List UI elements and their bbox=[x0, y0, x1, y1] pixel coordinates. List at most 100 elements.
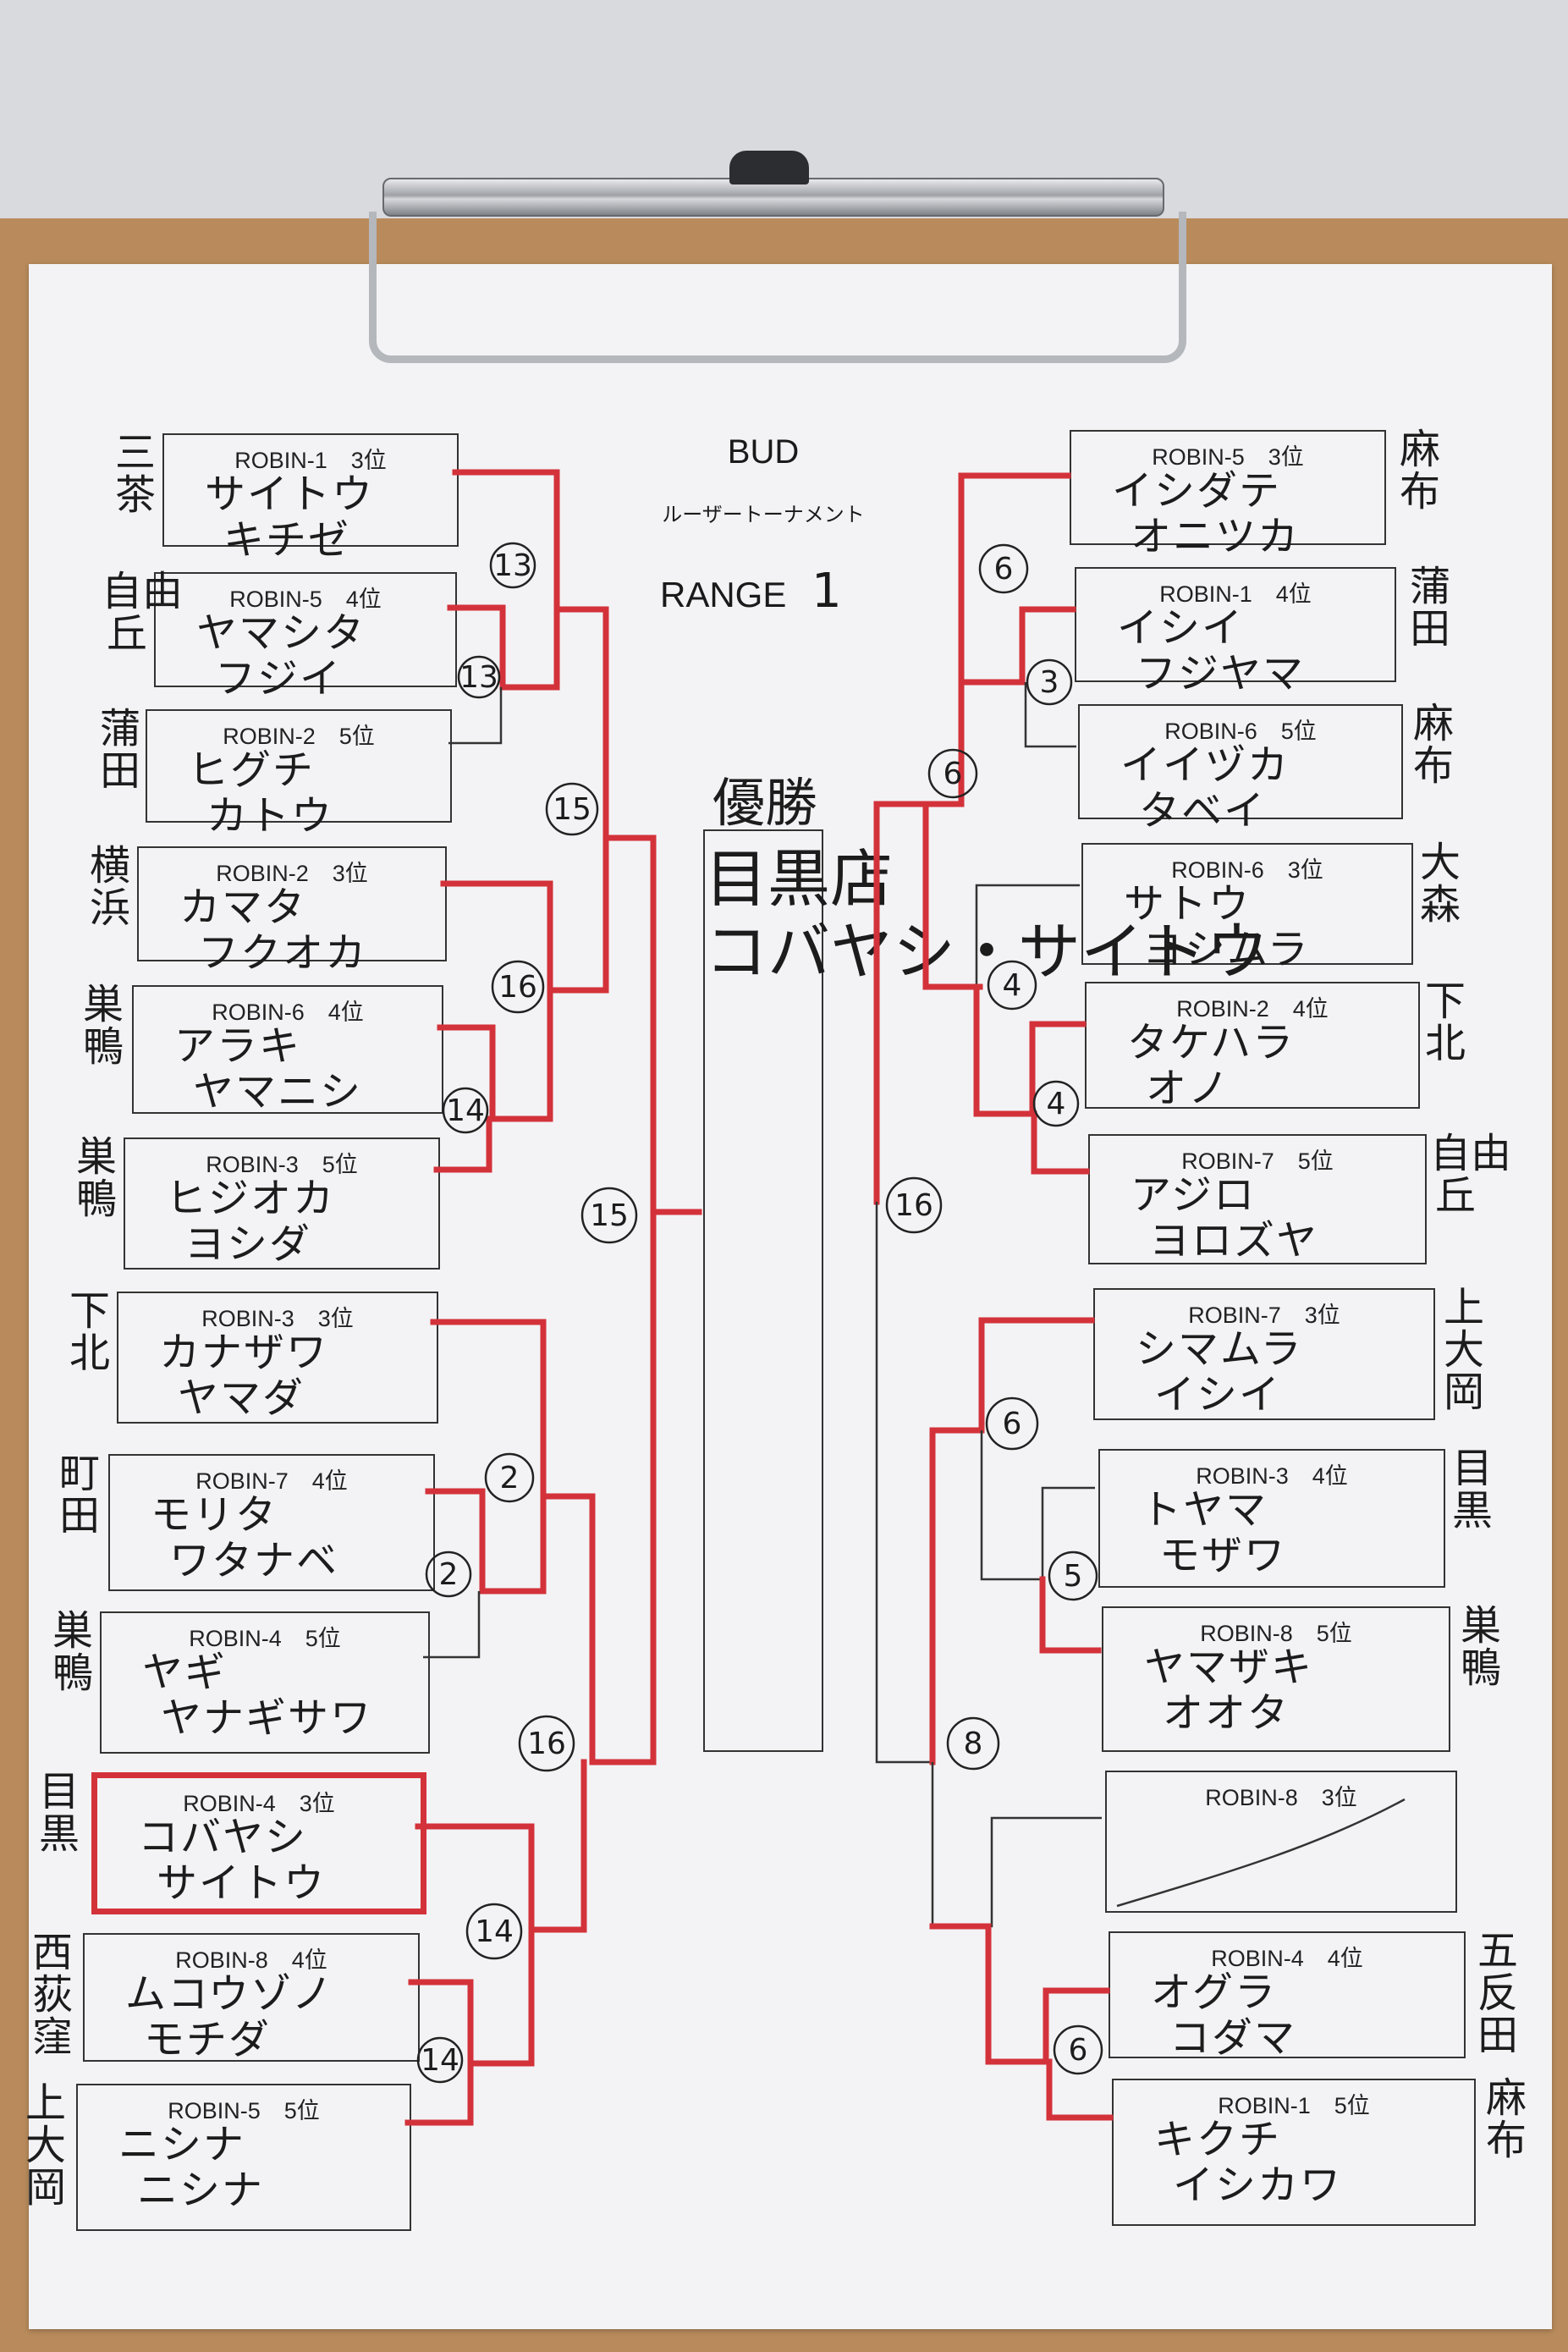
entry-player2: フジヤマ bbox=[1136, 650, 1306, 697]
round-mark-number: 5 bbox=[1064, 1559, 1083, 1594]
entry-rank: 4位 bbox=[1312, 1463, 1348, 1489]
entry-team: ROBIN-8 bbox=[175, 1947, 268, 1973]
entry-rank: 5位 bbox=[283, 2098, 320, 2123]
line-r-6 bbox=[973, 983, 1087, 1117]
entry-rank: 5位 bbox=[322, 1152, 358, 1177]
round-mark-circle bbox=[465, 1903, 523, 1960]
entry-venue: 巣 鴨 bbox=[52, 1607, 93, 1697]
entry-player1: ムコウゾノ bbox=[125, 1970, 334, 2018]
entry-team: ROBIN-7 bbox=[195, 1468, 289, 1494]
range-label: RANGE 1 bbox=[660, 564, 863, 619]
entry-rank: 3位 bbox=[299, 1791, 335, 1816]
round-mark-circle bbox=[491, 960, 545, 1014]
entry-player1: イシダテ bbox=[1112, 467, 1282, 515]
entry-player2: ヨシムラ bbox=[1142, 926, 1310, 973]
entry-rank: 4位 bbox=[291, 1947, 327, 1973]
entry-team: ROBIN-1 bbox=[1159, 581, 1252, 607]
entry-team: ROBIN-2 bbox=[223, 724, 316, 749]
line-r-2 bbox=[958, 606, 1076, 686]
line-l-15 bbox=[404, 2060, 474, 2126]
entry-venue: 上 大 岡 bbox=[1443, 1284, 1484, 1416]
line-l-3 bbox=[508, 606, 560, 691]
round-mark-number: 4 bbox=[1047, 1087, 1066, 1121]
entry-rank: 3位 bbox=[1321, 1785, 1357, 1810]
entry-venue: 蒲 田 bbox=[99, 705, 140, 795]
round-mark-number: 14 bbox=[446, 1093, 485, 1128]
entry-player2: ヤマダ bbox=[178, 1374, 305, 1422]
line-r-8 bbox=[873, 801, 929, 1205]
round-mark-circle bbox=[927, 748, 978, 799]
round-mark-circle bbox=[985, 1396, 1039, 1451]
entry-rank: 3位 bbox=[332, 861, 368, 886]
entry-team: ROBIN-4 bbox=[183, 1791, 276, 1816]
entry-team: ROBIN-4 bbox=[189, 1626, 282, 1651]
entry-player2: サイトウ bbox=[157, 1859, 327, 1907]
entry-team: ROBIN-2 bbox=[1176, 996, 1269, 1022]
entry-rank: 4位 bbox=[327, 1000, 364, 1025]
round-mark-circle bbox=[1026, 658, 1073, 706]
entry-rank: 4位 bbox=[345, 587, 382, 612]
entry-team: ROBIN-7 bbox=[1181, 1148, 1274, 1174]
entry-team: ROBIN-3 bbox=[206, 1152, 299, 1177]
entry-header: ROBIN-2 3位 bbox=[139, 855, 445, 888]
entry-header: ROBIN-6 4位 bbox=[134, 994, 442, 1027]
entry-team: ROBIN-2 bbox=[216, 861, 309, 886]
robin-8-3-scribble bbox=[1116, 1798, 1406, 1908]
entry-venue: 下 北 bbox=[69, 1287, 110, 1377]
entry-venue: 巣 鴨 bbox=[75, 1133, 117, 1223]
entry-rank: 3位 bbox=[1287, 857, 1323, 883]
entry-player1: カナザワ bbox=[159, 1329, 329, 1376]
clip-wire bbox=[369, 212, 1186, 363]
round-mark-circle bbox=[484, 1452, 535, 1503]
entry-rank: 5位 bbox=[1280, 719, 1317, 744]
entry-team: ROBIN-5 bbox=[229, 587, 322, 612]
round-mark-number: 2 bbox=[439, 1557, 459, 1592]
line-l-12 bbox=[423, 1591, 481, 1659]
entry-player2: ヤナギサワ bbox=[161, 1694, 373, 1742]
round-mark-circle bbox=[425, 1551, 472, 1598]
entry-player2: フクオカ bbox=[198, 929, 368, 977]
round-mark-number: 16 bbox=[498, 970, 537, 1005]
entry-rank: 5位 bbox=[1297, 1148, 1334, 1174]
entry-rank: 3位 bbox=[1268, 444, 1304, 470]
round-mark-number: 14 bbox=[475, 1914, 514, 1949]
entry-player2: ヨシダ bbox=[184, 1220, 312, 1268]
round-mark-number: 6 bbox=[1069, 2033, 1088, 2068]
champion-label: 優勝 bbox=[712, 772, 818, 834]
round-mark-circle bbox=[457, 655, 501, 699]
entry-venue: 麻 布 bbox=[1412, 700, 1454, 790]
entry-venue: 西 荻 窪 bbox=[31, 1929, 73, 2061]
range-text: RANGE bbox=[660, 575, 787, 614]
entry-venue: 巣 鴨 bbox=[1460, 1602, 1501, 1692]
entry-team: ROBIN-5 bbox=[1152, 444, 1245, 470]
entry-venue: 目 黒 bbox=[38, 1768, 80, 1858]
round-mark-number: 8 bbox=[964, 1727, 983, 1761]
round-mark-number: 15 bbox=[590, 1198, 629, 1233]
entry-player2: キチゼ bbox=[223, 516, 351, 564]
entry-header: ROBIN-4 3位 bbox=[97, 1785, 421, 1818]
entry-team: ROBIN-6 bbox=[212, 1000, 305, 1025]
entry-team: ROBIN-3 bbox=[201, 1306, 294, 1331]
entry-rank: 4位 bbox=[1327, 1946, 1363, 1971]
entry-player2: ニシナ bbox=[137, 2167, 265, 2214]
entry-rank: 5位 bbox=[1316, 1621, 1352, 1646]
entry-player1: サイトウ bbox=[205, 471, 375, 518]
